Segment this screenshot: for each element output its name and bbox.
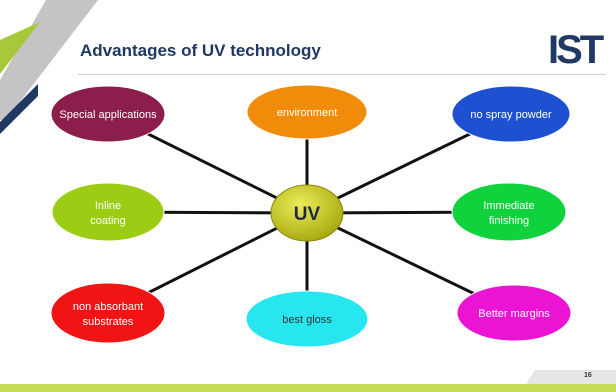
- node-no-spray-powder: no spray powder: [451, 85, 571, 143]
- node-ellipse-inline-coating: [51, 182, 165, 242]
- slide-title: Advantages of UV technology: [80, 41, 321, 60]
- node-ellipse-better-margins: [456, 284, 572, 342]
- page-number-tab: [526, 370, 616, 384]
- center-ellipse: [270, 184, 344, 242]
- node-ellipse-environment: [246, 84, 368, 140]
- node-best-gloss: best gloss: [245, 290, 369, 348]
- node-ellipse-special-applications: [50, 85, 166, 143]
- node-label-environment: environment: [277, 107, 338, 119]
- footer-bar: [0, 384, 616, 392]
- node-special-applications: Special applications: [50, 85, 166, 143]
- corner-stripe-gray: [0, 0, 98, 120]
- node-ellipse-no-spray-powder: [451, 85, 571, 143]
- node-label-no-spray-powder: no spray powder: [470, 109, 552, 121]
- title-underline: [78, 74, 606, 75]
- node-ellipse-best-gloss: [245, 290, 369, 348]
- ist-logo: IST: [548, 28, 604, 72]
- diagram-nodes: Special applications environment no spray …: [50, 84, 572, 348]
- center-node: UV: [270, 184, 344, 242]
- corner-stripe-blue: [0, 84, 38, 134]
- node-label-better-margins: Better margins: [478, 308, 550, 320]
- page-number: 16: [584, 372, 592, 379]
- node-ellipse-immediate-finishing: [451, 182, 567, 242]
- corner-decoration: [0, 0, 98, 134]
- node-label-special-applications: Special applications: [59, 109, 157, 121]
- node-better-margins: Better margins: [456, 284, 572, 342]
- node-environment: environment: [246, 84, 368, 140]
- node-ellipse-non-absorbant-substrates: [50, 282, 166, 344]
- corner-stripe-green: [0, 22, 40, 74]
- center-label: UV: [294, 204, 321, 225]
- node-label-best-gloss: best gloss: [282, 314, 332, 326]
